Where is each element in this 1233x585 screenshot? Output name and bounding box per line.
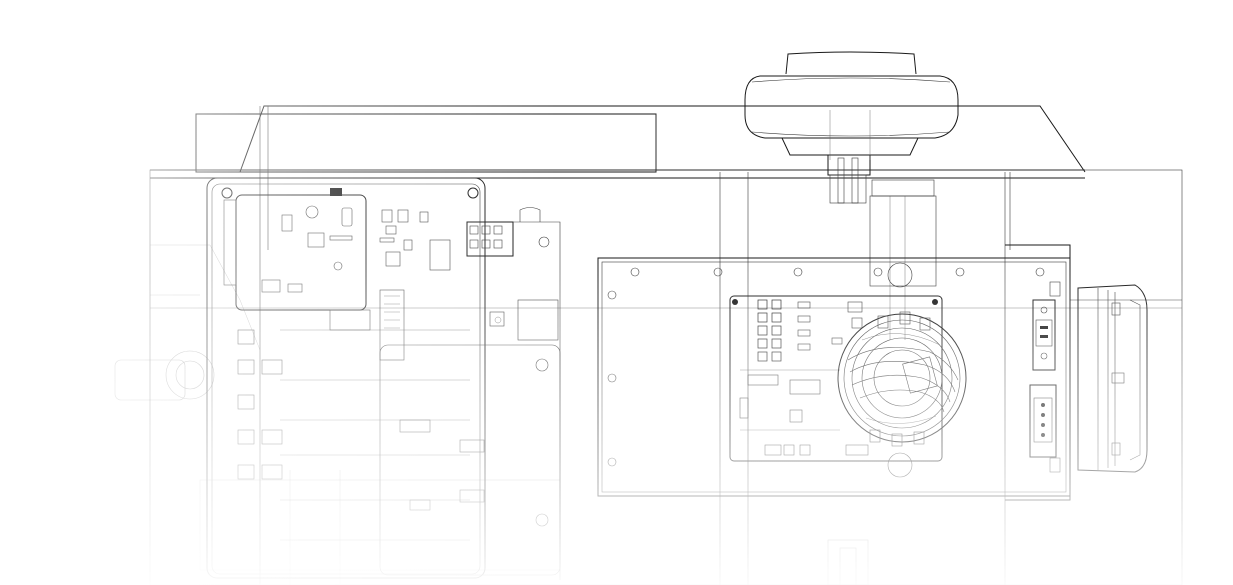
- technical-drawing: [0, 0, 1233, 585]
- fade-overlay-horizontal: [0, 0, 1233, 585]
